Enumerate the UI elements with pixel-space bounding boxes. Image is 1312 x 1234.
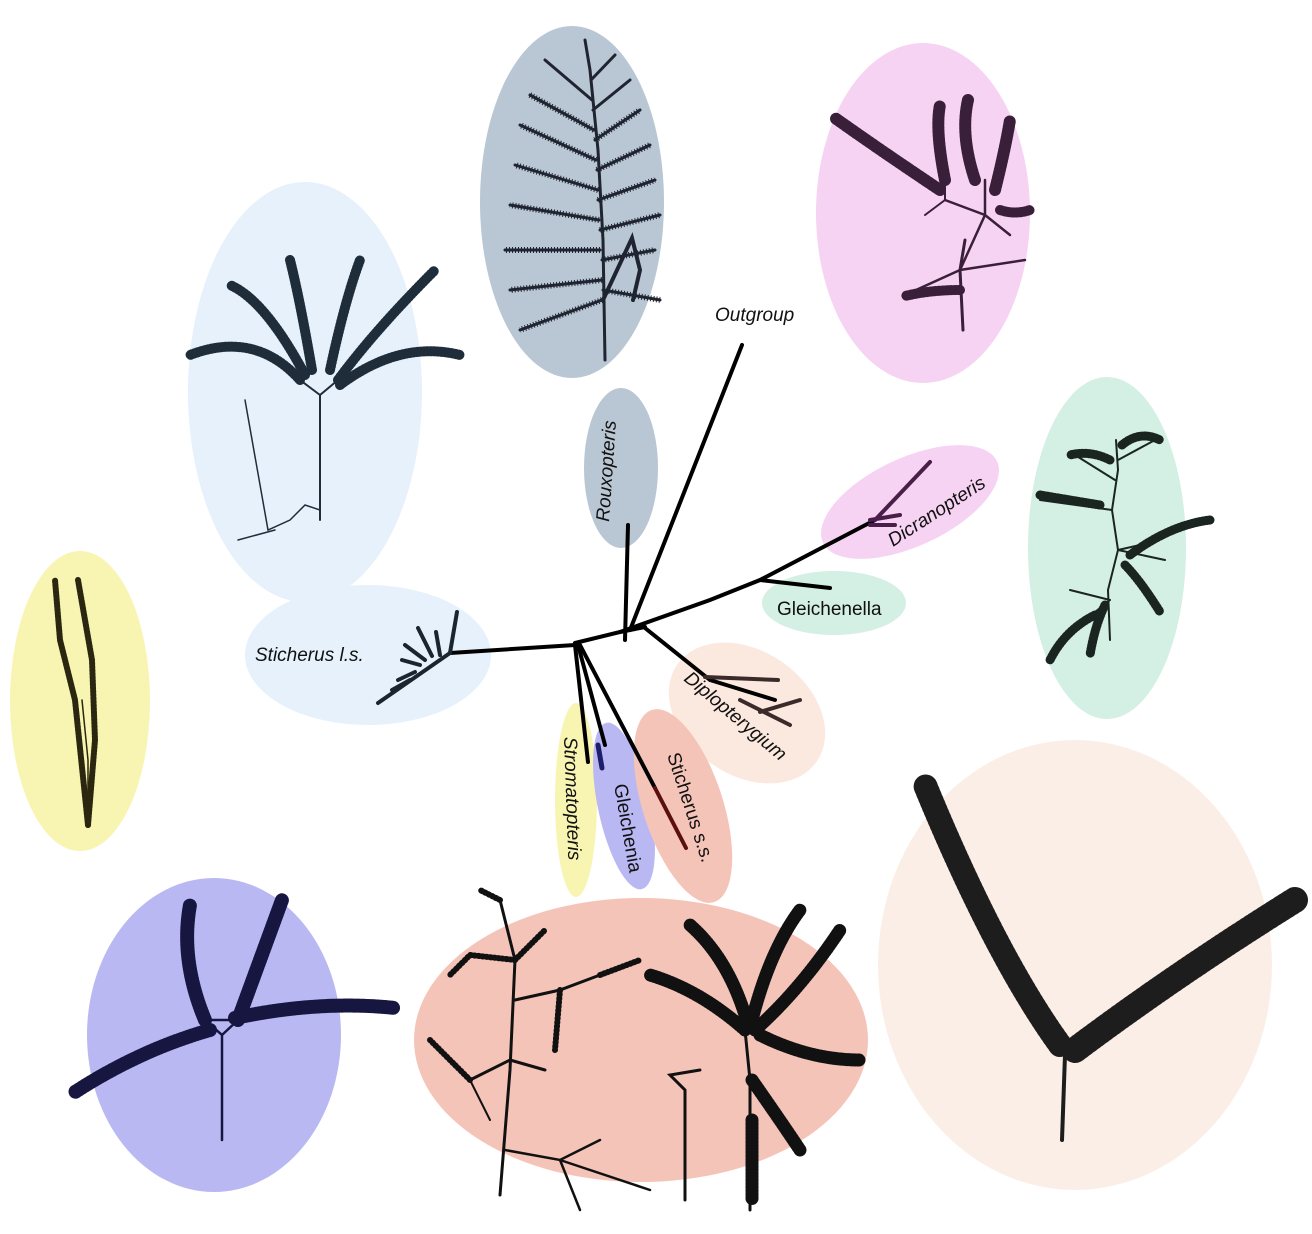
sticherus-ls-label: Sticherus l.s. [255,645,364,666]
gleichenella-label: Gleichenella [777,599,882,620]
sticherus-ls-photo-ellipse [188,182,422,602]
gleichenella-photo-ellipse [1028,377,1186,719]
stromatopteris-label: Stromatopteris [559,736,584,861]
rouxopteris-label-ellipse [584,388,658,548]
outgroup-label: Outgroup [715,305,794,326]
dicranopteris-label-ellipse [804,422,1015,583]
rouxopteris-photo-ellipse [480,26,664,378]
